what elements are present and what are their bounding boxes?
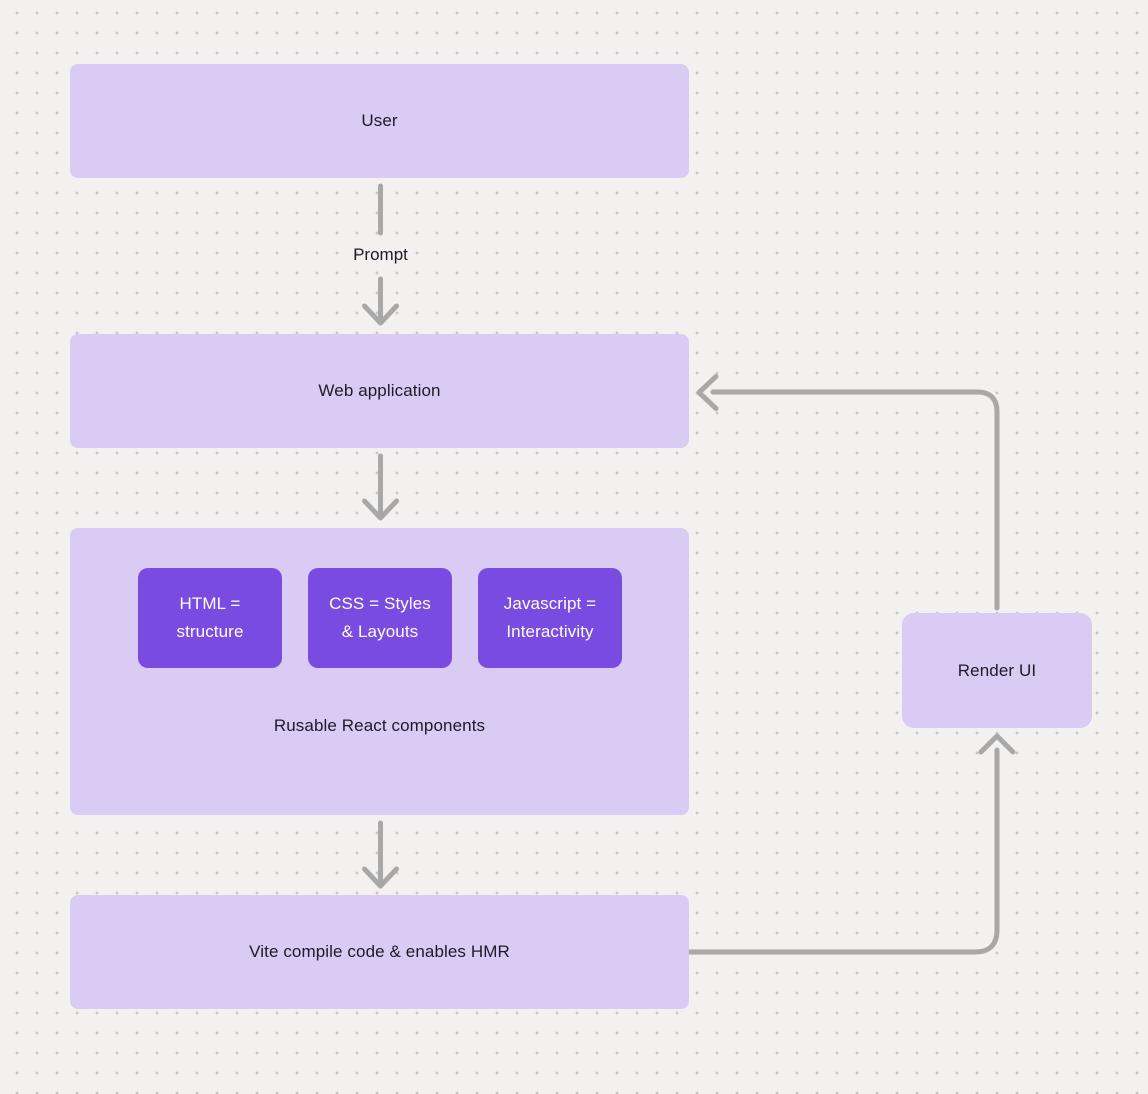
node-user-label: User: [361, 111, 398, 130]
node-css-component-label: CSS = Styles & Layouts: [329, 594, 431, 641]
node-render-ui[interactable]: Render UI: [902, 613, 1092, 728]
arrow-vite-to-renderui: [686, 733, 1016, 955]
node-components-group[interactable]: HTML = structure CSS = Styles & Layouts …: [70, 528, 689, 815]
arrow-prompt-to-webapp: [362, 276, 399, 326]
node-vite-label: Vite compile code & enables HMR: [249, 942, 510, 961]
node-js-component-label: Javascript = Interactivity: [503, 594, 597, 641]
arrow-components-to-vite: [362, 820, 399, 889]
node-vite[interactable]: Vite compile code & enables HMR: [70, 895, 689, 1009]
arrow-webapp-to-components: [362, 453, 399, 521]
arrow-renderui-to-webapp: [696, 374, 1000, 611]
node-components-group-label: Rusable React components: [273, 716, 486, 735]
edge-label-prompt: Prompt: [353, 245, 408, 264]
node-web-application-label: Web application: [318, 381, 441, 400]
node-css-component[interactable]: CSS = Styles & Layouts: [308, 568, 452, 668]
node-js-component[interactable]: Javascript = Interactivity: [478, 568, 622, 668]
node-html-component-label: HTML = structure: [176, 594, 244, 641]
node-html-component[interactable]: HTML = structure: [138, 568, 282, 668]
node-user[interactable]: User: [70, 64, 689, 178]
node-render-ui-label: Render UI: [957, 660, 1037, 680]
node-web-application[interactable]: Web application: [70, 334, 689, 448]
